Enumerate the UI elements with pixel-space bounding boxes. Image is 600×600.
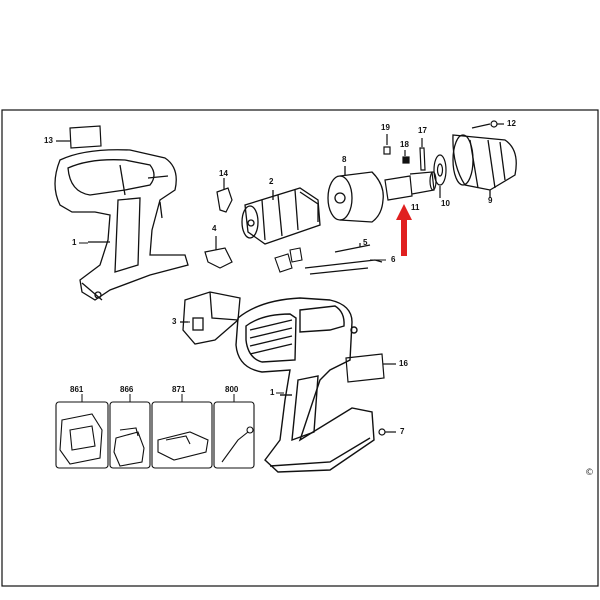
part-10-washer — [433, 154, 447, 198]
part-label-1-housing: 1 — [72, 238, 77, 247]
diagram-border — [1, 109, 599, 587]
housing-left-half — [54, 149, 189, 301]
part-label-871: 871 — [172, 385, 186, 394]
highlight-arrow — [396, 204, 412, 256]
assembled-drill — [235, 297, 375, 473]
part-4-clip — [204, 236, 233, 269]
part-label-19: 19 — [381, 123, 390, 132]
part-label-1-assembly: 1 — [270, 388, 275, 397]
part-label-17: 17 — [418, 126, 427, 135]
part-label-3: 3 — [172, 317, 177, 326]
part-2-motor — [241, 187, 321, 245]
leader-lines — [79, 242, 386, 402]
part-14-bracket — [216, 178, 233, 213]
part-8-gearbox — [327, 166, 384, 223]
part-label-9: 9 — [488, 196, 493, 205]
part-label-6: 6 — [391, 255, 396, 264]
part-11-spindle — [384, 171, 437, 201]
part-9-nose-cap — [452, 134, 517, 198]
part-label-18: 18 — [400, 140, 409, 149]
part-label-11: 11 — [411, 203, 420, 212]
part-label-5: 5 — [363, 238, 368, 247]
part-label-8: 8 — [342, 155, 347, 164]
part-5-6-contacts — [304, 243, 383, 275]
small-parts-17-19 — [383, 134, 426, 171]
part-label-2: 2 — [269, 177, 274, 186]
label-plate-13 — [56, 125, 102, 149]
part-label-16: 16 — [399, 359, 408, 368]
brush-holders — [274, 247, 303, 273]
part-7-screw — [378, 428, 396, 436]
part-label-13: 13 — [44, 136, 53, 145]
accessory-boxes — [55, 401, 255, 469]
part-label-14: 14 — [219, 169, 228, 178]
part-label-4: 4 — [212, 224, 217, 233]
part-label-7: 7 — [400, 427, 405, 436]
part-label-866: 866 — [120, 385, 134, 394]
part-3-switch — [180, 291, 241, 345]
copyright-mark: © — [585, 468, 594, 478]
label-plate-16 — [345, 353, 396, 383]
part-12-screw — [471, 120, 504, 129]
part-label-12: 12 — [507, 119, 516, 128]
part-label-861: 861 — [70, 385, 84, 394]
part-label-800: 800 — [225, 385, 239, 394]
part-label-10: 10 — [441, 199, 450, 208]
